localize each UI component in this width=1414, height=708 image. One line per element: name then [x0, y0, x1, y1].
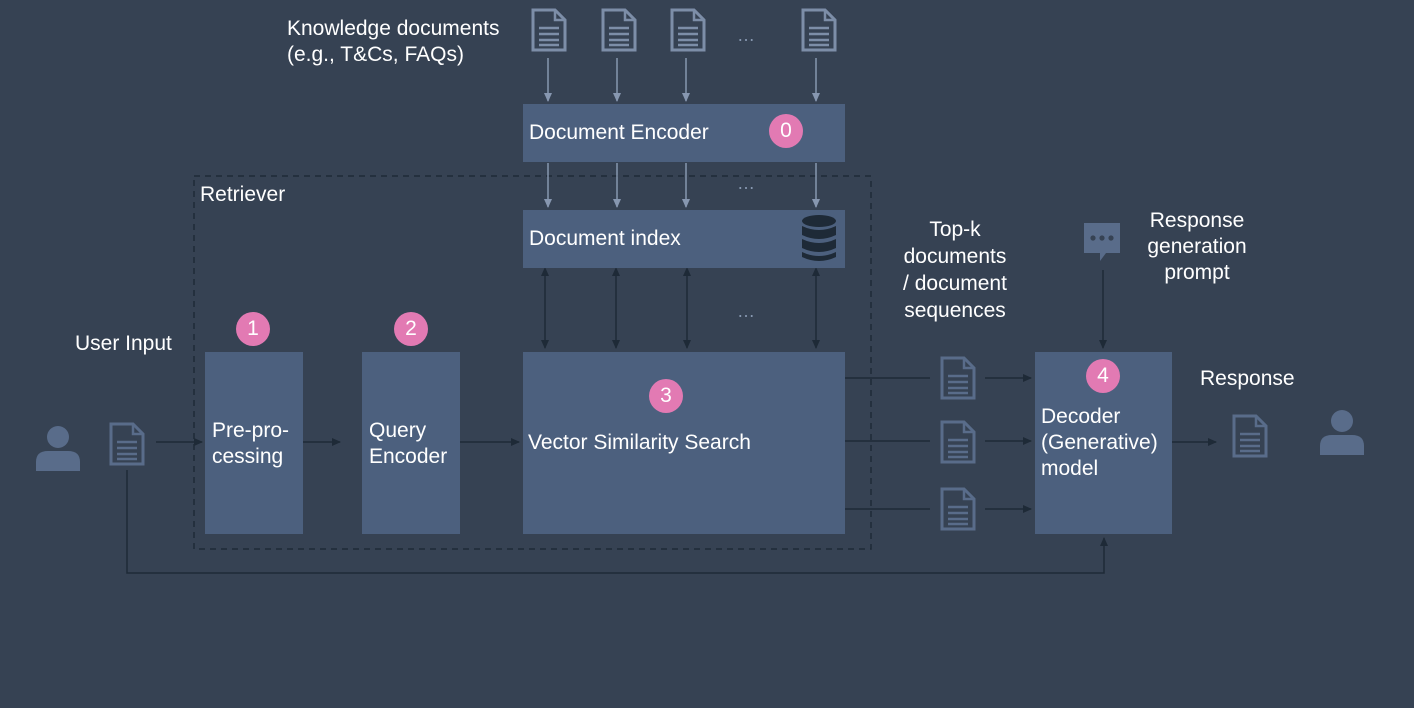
decoder-label-line: Decoder: [1041, 405, 1121, 428]
preprocessing-label: Pre-pro- cessing: [212, 418, 289, 470]
knowledge-document-icon: [601, 8, 637, 52]
response-prompt-label-line: Response: [1149, 209, 1245, 232]
encoder-to-index-arrows: [544, 163, 820, 208]
chat-bubble-icon: [1084, 223, 1120, 261]
ellipsis-encoder: …: [737, 173, 759, 193]
decoder-label: Decoder (Generative) model: [1041, 404, 1158, 482]
step-badge-3: 3: [649, 379, 683, 413]
topk-document-icon: [940, 487, 976, 531]
response-label: Response: [1200, 367, 1295, 390]
ellipsis-index: …: [737, 301, 759, 321]
knowledge-document-icon: [670, 8, 706, 52]
response-document-icon: [1232, 414, 1268, 458]
step-badge-4: 4: [1086, 359, 1120, 393]
response-prompt-label: Response generation prompt: [1135, 208, 1259, 286]
user-input-label: User Input: [75, 332, 172, 355]
topk-label-line: Top-k: [929, 218, 981, 241]
index-search-arrows: [541, 267, 820, 349]
main-flow-arrows: [126, 270, 1217, 574]
ellipsis-top: …: [737, 25, 759, 45]
document-index-box: [523, 210, 845, 268]
user-icon: [1320, 410, 1364, 455]
step-badge-2: 2: [394, 312, 428, 346]
database-icon: [802, 215, 836, 261]
preprocessing-label-line: cessing: [212, 445, 284, 468]
knowledge-documents-title: Knowledge documents: [287, 17, 500, 40]
document-encoder-label: Document Encoder: [529, 121, 709, 144]
decoder-label-line: model: [1041, 457, 1099, 480]
preprocessing-label-line: Pre-pro-: [212, 419, 290, 442]
knowledge-documents-example: (e.g., T&Cs, FAQs): [287, 43, 464, 66]
topk-label-line: documents: [903, 245, 1007, 268]
knowledge-document-icon: [531, 8, 567, 52]
vector-search-box: [523, 352, 845, 534]
document-index-label: Document index: [529, 227, 681, 250]
knowledge-document-icon: [801, 8, 837, 52]
query-encoder-label-line: Encoder: [369, 445, 448, 468]
retriever-label: Retriever: [200, 183, 286, 206]
topk-label-line: sequences: [904, 299, 1006, 322]
query-encoder-label-line: Query: [369, 419, 427, 442]
retriever-boundary: [193, 175, 872, 550]
step-badge-0: 0: [769, 114, 803, 148]
query-encoder-label: Query Encoder: [369, 418, 447, 470]
response-prompt-label-line: generation: [1147, 235, 1247, 258]
knowledge-documents-label: Knowledge documents (e.g., T&Cs, FAQs): [287, 16, 499, 68]
response-prompt-label-line: prompt: [1164, 261, 1230, 284]
user-icon: [36, 426, 80, 471]
docs-to-encoder-arrows: [544, 58, 820, 102]
user-input-document-icon: [109, 422, 145, 466]
vector-search-label: Vector Similarity Search: [528, 431, 751, 454]
topk-document-icon: [940, 356, 976, 400]
query-encoder-box: [362, 352, 460, 534]
decoder-label-line: (Generative): [1041, 431, 1158, 454]
step-badge-1: 1: [236, 312, 270, 346]
topk-label: Top-k documents / document sequences: [895, 216, 1015, 324]
topk-label-line: / document: [903, 272, 1007, 295]
preprocessing-box: [205, 352, 303, 534]
topk-document-icon: [940, 420, 976, 464]
